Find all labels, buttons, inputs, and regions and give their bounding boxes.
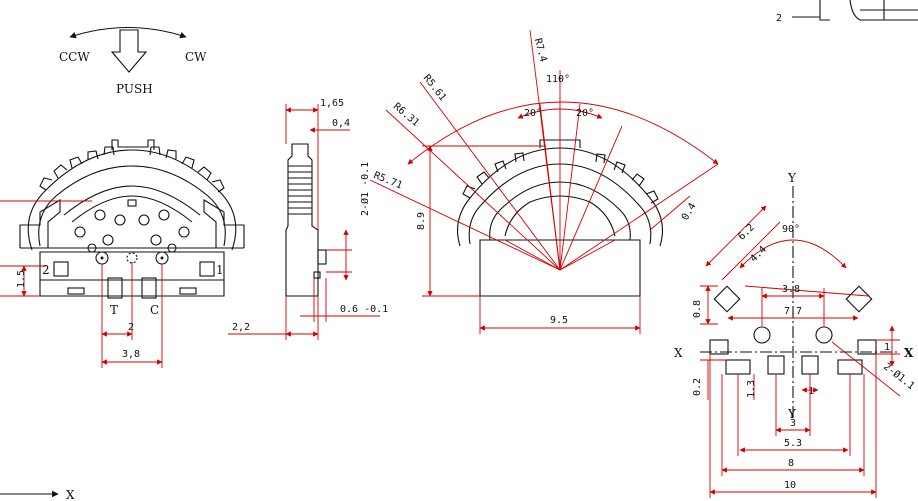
dim-3-label: 3	[790, 418, 796, 429]
dim-1-right-label: 1	[884, 342, 890, 353]
dim-02-label: 0.2	[692, 378, 703, 396]
diag-62-label: 6.2	[736, 222, 757, 243]
knob-tooth-dim: 0.4	[680, 201, 699, 222]
dim-53-label: 5.3	[784, 438, 802, 449]
front-height-dim: 1.5	[16, 270, 27, 288]
side-inset-dim: 0,4	[332, 118, 350, 129]
side-hole-dim: 2-Ø1 -0.1	[359, 162, 371, 216]
side-top-width-dim: 1,65	[320, 98, 344, 109]
pin-c-label: C	[150, 303, 159, 317]
pin-span-dim: 3,8	[122, 349, 140, 360]
rotation-push-symbol: CCW CW PUSH	[59, 27, 207, 96]
knob-view: 8.9 9.5 0.4 R7.4 R5.61 R6.31 R5.71 110° …	[369, 29, 719, 334]
dim-8-label: 8	[788, 458, 794, 469]
pin-t-label: T	[110, 303, 118, 317]
r631-label: R6.31	[391, 101, 421, 129]
angle-left-label: 20°	[524, 108, 542, 119]
dim-38-label: 3.8	[782, 284, 800, 295]
top-right-callout: 2	[776, 13, 782, 24]
y-axis-label: Y	[787, 171, 797, 185]
footprint-view: Y X X Y 90° 6.2 4.4 3.8 7.7 0.8	[674, 171, 917, 498]
cw-label: CW	[185, 50, 207, 64]
push-label: PUSH	[116, 82, 153, 96]
dim-13-label: 1.3	[746, 380, 757, 398]
knob-width-dim: 9.5	[550, 315, 568, 326]
front-view: 2 1 T C 1.5 2 3,8	[0, 139, 245, 368]
side-base-dim: 2,2	[232, 322, 250, 333]
pin-gap-dim: 2	[128, 322, 134, 333]
x-axis-label-bottom: X	[66, 488, 75, 501]
r74-label: R7.4	[532, 37, 549, 63]
dim-08-label: 0.8	[692, 300, 703, 318]
top-right-fragment: 2	[776, 0, 918, 24]
dim-1-low-label: 1	[808, 386, 814, 397]
dim-10-label: 10	[784, 480, 796, 491]
pin-2-label: 2	[42, 263, 50, 277]
angle-110-label: 110°	[546, 74, 570, 85]
knob-height-dim: 8.9	[416, 212, 427, 230]
hole-dim-label: 2-Ø1.1	[881, 360, 917, 392]
angle-right-label: 20°	[576, 108, 594, 119]
side-view: 1,65 0,4 2-Ø1 -0.1 2,2 0.6 -0.1	[228, 98, 388, 340]
dim-77-label: 7.7	[784, 306, 802, 317]
ccw-label: CCW	[59, 50, 90, 64]
pin-1-label: 1	[216, 263, 224, 277]
x-axis-label-left: X	[674, 346, 683, 360]
angle-90-label: 90°	[782, 224, 800, 235]
y-axis-label-bottom: Y	[787, 407, 797, 421]
bottom-left-axis: X	[0, 488, 75, 501]
x-axis-label-right: X	[904, 346, 914, 360]
side-tab-dim: 0.6 -0.1	[340, 304, 388, 315]
